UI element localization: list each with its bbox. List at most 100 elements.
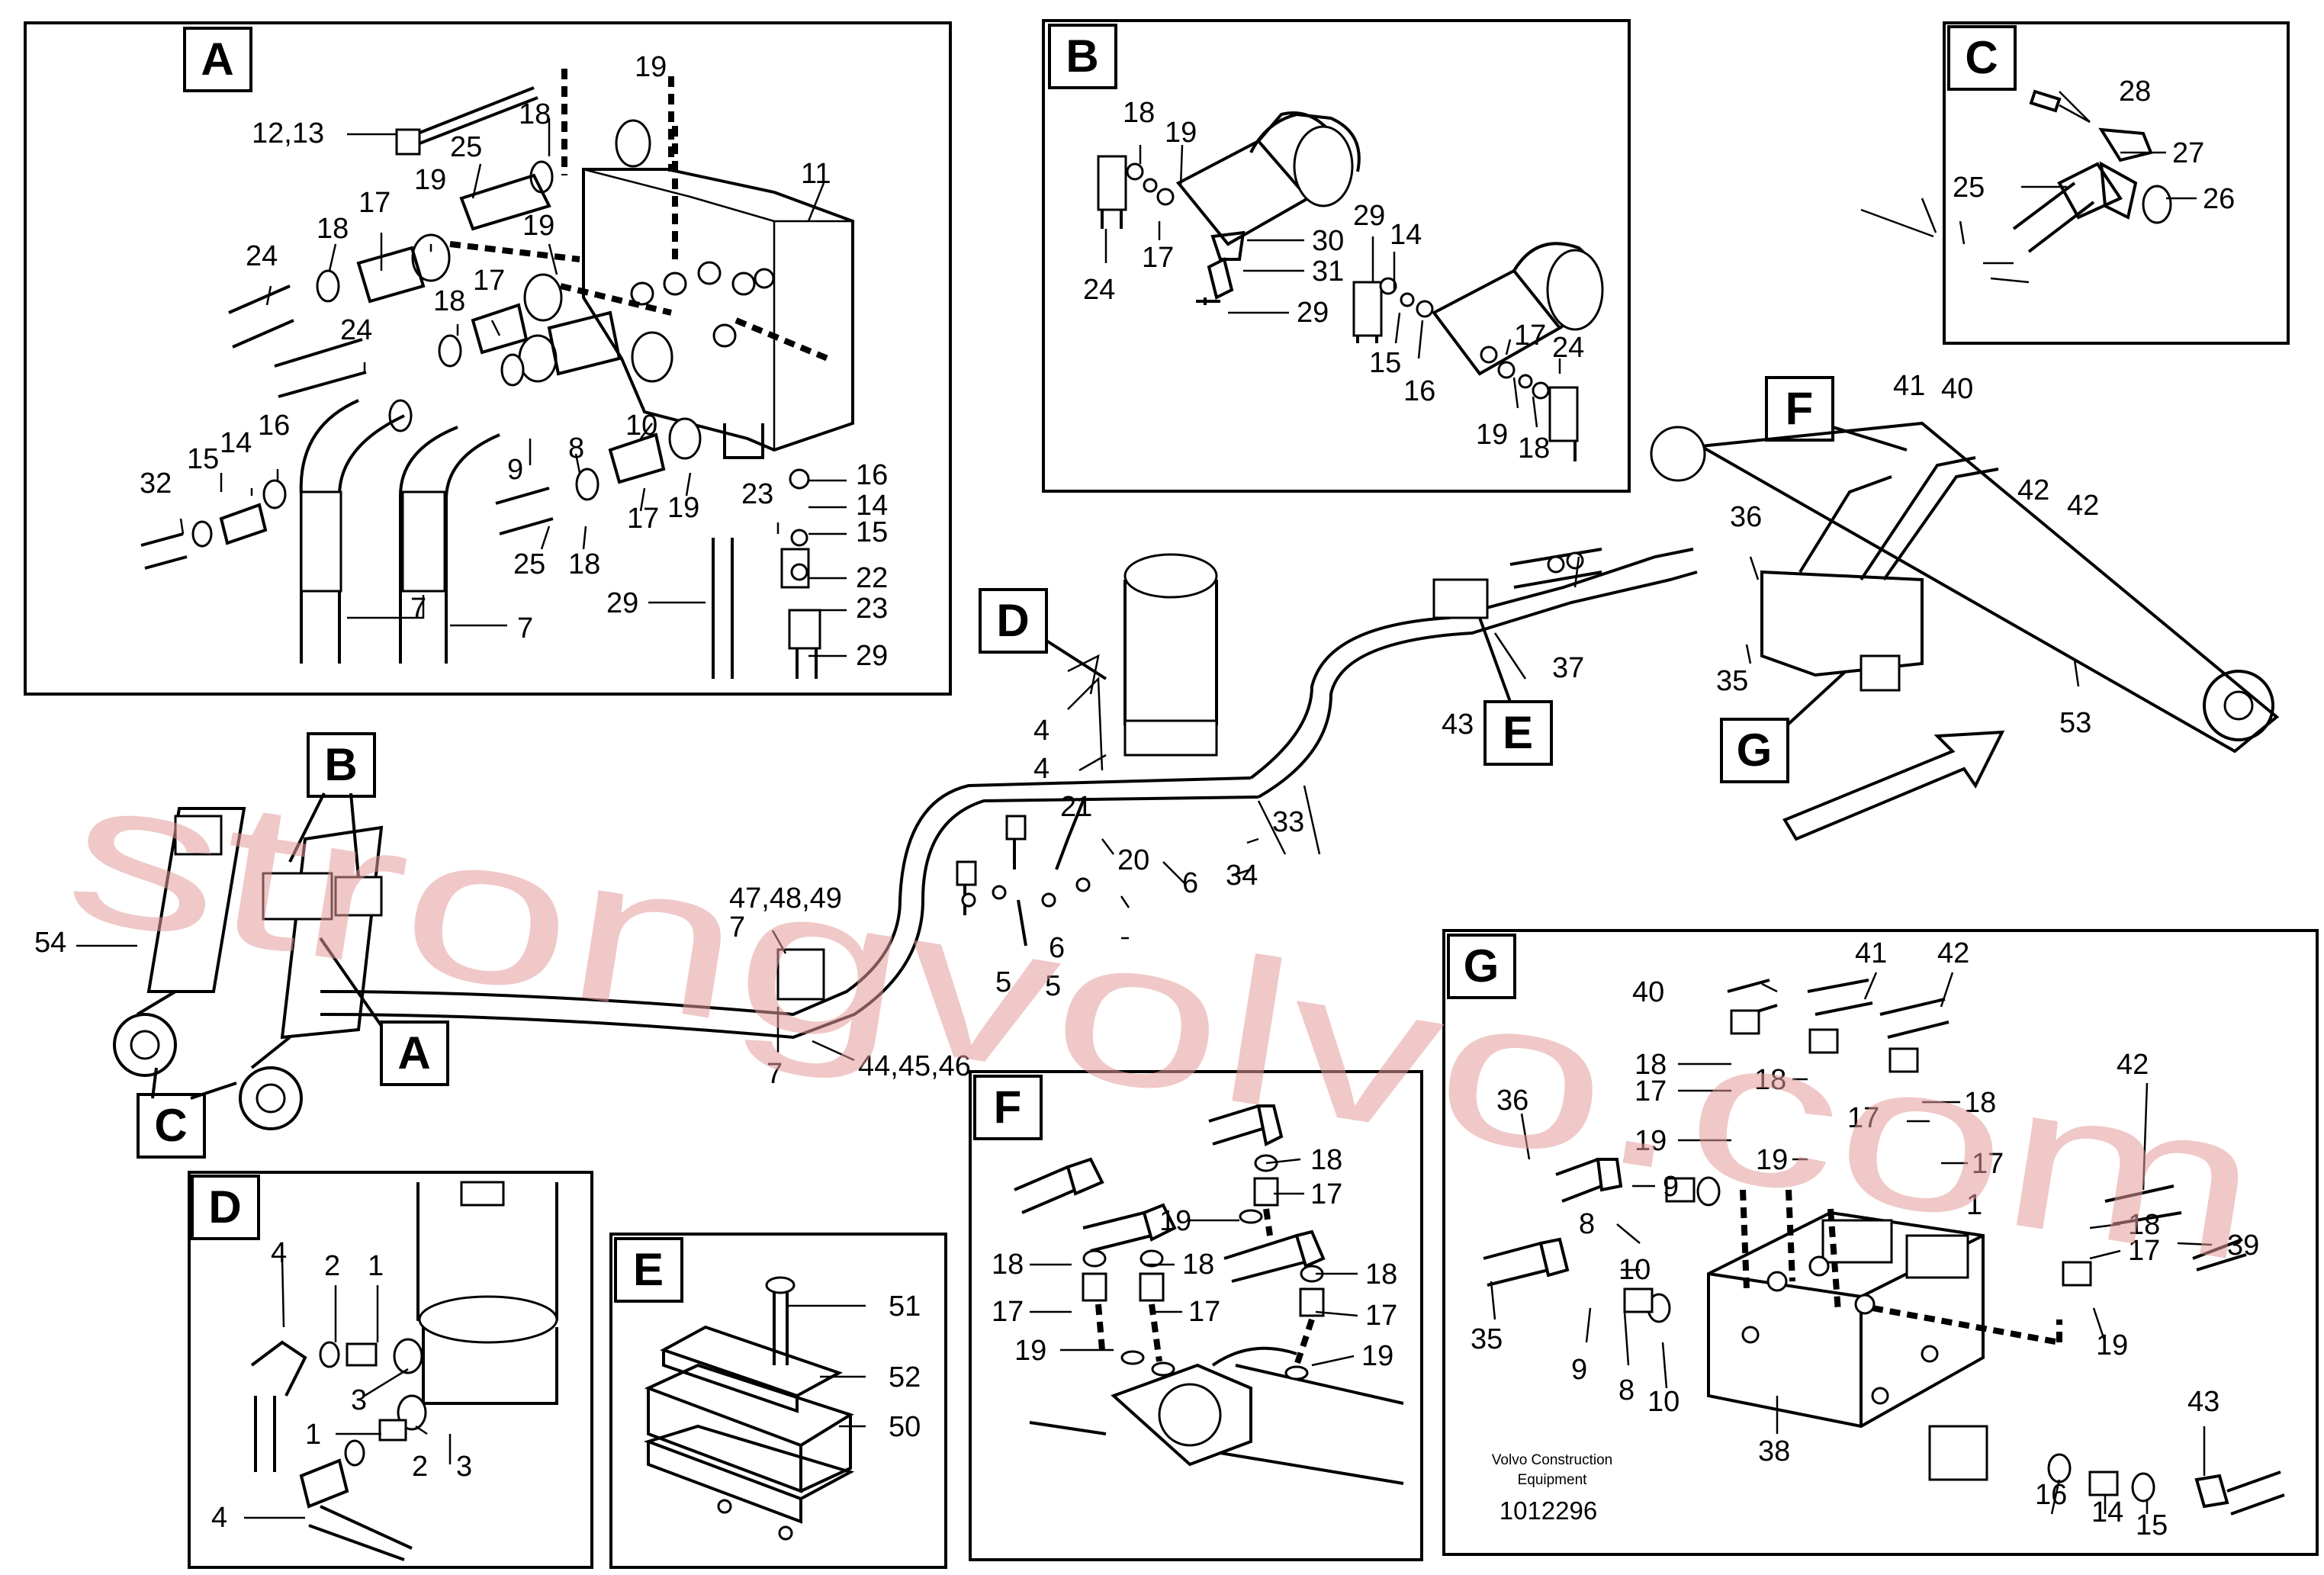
leader-lines xyxy=(76,91,2213,1519)
panel-g-caption: G xyxy=(1464,940,1500,992)
part-label: 52 xyxy=(889,1361,921,1393)
part-label: 18 xyxy=(1182,1249,1214,1281)
part-label: 43 xyxy=(1442,709,1474,741)
part-label: 17 xyxy=(627,503,659,535)
part-label: 19 xyxy=(667,492,699,524)
callout-a: A xyxy=(397,1027,430,1078)
part-label: 31 xyxy=(1312,256,1344,288)
callout-a-box xyxy=(380,1021,449,1086)
panel-a-frame xyxy=(24,21,952,696)
part-label: 17 xyxy=(473,265,505,297)
footer-drawing-number: 1012296 xyxy=(1500,1496,1597,1525)
callout-f-box xyxy=(1765,376,1834,442)
panel-b-caption: B xyxy=(1066,31,1098,82)
panel-e-caption: E xyxy=(633,1244,664,1295)
part-label: 19 xyxy=(1159,1205,1191,1237)
panel-b-artwork xyxy=(1097,111,1604,461)
panel-e-frame xyxy=(609,1233,947,1569)
part-label: 19 xyxy=(1635,1125,1667,1157)
part-label: 9 xyxy=(1571,1354,1587,1386)
panel-c-frame xyxy=(1943,21,2290,345)
part-label: 28 xyxy=(2119,76,2151,108)
part-label: 7 xyxy=(767,1058,783,1090)
part-label: 43 xyxy=(2187,1386,2220,1418)
part-label: 35 xyxy=(1471,1323,1503,1355)
callout-b-box xyxy=(307,732,376,798)
part-label: 8 xyxy=(568,432,584,464)
callout-g-box xyxy=(1720,718,1789,783)
part-label: 17 xyxy=(1847,1102,1879,1134)
panel-g-artwork xyxy=(1483,979,2285,1516)
part-label: 18 xyxy=(1518,432,1550,464)
part-label: 17 xyxy=(1188,1296,1220,1328)
part-label: 17 xyxy=(992,1296,1024,1328)
part-label: 27 xyxy=(2172,137,2204,169)
part-label: 18 xyxy=(1365,1258,1397,1291)
part-label: 19 xyxy=(1165,117,1197,149)
part-label: 3 xyxy=(456,1451,472,1483)
part-label: 7 xyxy=(729,911,745,943)
part-label: 14 xyxy=(1390,219,1422,251)
part-label: 33 xyxy=(1272,806,1304,838)
callout-d: D xyxy=(996,595,1029,646)
part-label: 4 xyxy=(1033,715,1049,747)
part-label: 40 xyxy=(1941,373,1973,405)
panel-d-artwork xyxy=(250,1181,558,1561)
part-label: 24 xyxy=(340,314,372,346)
part-label: 14 xyxy=(856,490,888,522)
part-label: 42 xyxy=(2067,490,2099,522)
part-label: 41 xyxy=(1893,370,1925,402)
panel-e-artwork xyxy=(643,1276,855,1541)
part-label: 19 xyxy=(1476,419,1508,451)
part-label: 32 xyxy=(140,468,172,500)
part-label: 8 xyxy=(1579,1208,1595,1240)
part-label: 1 xyxy=(368,1250,384,1282)
part-label: 12,13 xyxy=(252,117,324,149)
part-label: 19 xyxy=(414,164,446,196)
part-label: 14 xyxy=(2091,1496,2123,1528)
footer-company-line2: Equipment xyxy=(1518,1472,1588,1488)
part-label: 10 xyxy=(1618,1254,1651,1286)
callout-badges: B A C D E F G xyxy=(137,376,1908,1159)
part-label: 17 xyxy=(1635,1075,1667,1107)
part-label: 42 xyxy=(2117,1049,2149,1081)
panel-f-frame xyxy=(969,1070,1423,1561)
callout-c: C xyxy=(154,1100,187,1151)
part-label: 16 xyxy=(1403,375,1435,407)
part-label: 15 xyxy=(187,443,219,475)
part-label: 18 xyxy=(1754,1064,1786,1096)
part-label: 44,45,46 xyxy=(858,1050,971,1082)
part-label: 10 xyxy=(1647,1386,1680,1418)
callout-c-box xyxy=(137,1093,206,1159)
part-label: 17 xyxy=(1365,1300,1397,1332)
part-label: 21 xyxy=(1060,791,1092,823)
part-label: 41 xyxy=(1855,937,1887,969)
part-label: 42 xyxy=(2017,474,2049,506)
part-label: 35 xyxy=(1716,665,1748,697)
part-label: 14 xyxy=(220,427,252,459)
part-label: 29 xyxy=(1297,297,1329,329)
part-label: 36 xyxy=(1496,1085,1528,1117)
footer-company-line1: Volvo Construction xyxy=(1492,1452,1612,1468)
panel-f-artwork xyxy=(1014,1104,1404,1485)
part-label: 17 xyxy=(358,187,391,219)
part-label: 34 xyxy=(1226,860,1258,892)
part-label: 15 xyxy=(856,516,888,548)
part-label: 18 xyxy=(1635,1049,1667,1081)
part-label: 19 xyxy=(1756,1144,1788,1176)
part-label: 25 xyxy=(450,131,482,163)
part-label: 5 xyxy=(995,966,1011,998)
part-label: 6 xyxy=(1049,932,1065,964)
part-label: 25 xyxy=(1953,172,1985,204)
part-label: 4 xyxy=(1033,753,1049,785)
part-label: 23 xyxy=(741,478,773,510)
panel-g-caption-box xyxy=(1447,934,1516,999)
panel-e-caption-box xyxy=(614,1237,683,1303)
panel-f-caption-box xyxy=(973,1075,1043,1140)
part-label: 24 xyxy=(1552,332,1584,364)
part-label: 25 xyxy=(513,548,545,580)
part-label: 17 xyxy=(2128,1235,2160,1267)
main-assembly-artwork xyxy=(113,421,2280,1130)
document-footer: Volvo Construction Equipment 1012296 xyxy=(1492,1452,1612,1525)
